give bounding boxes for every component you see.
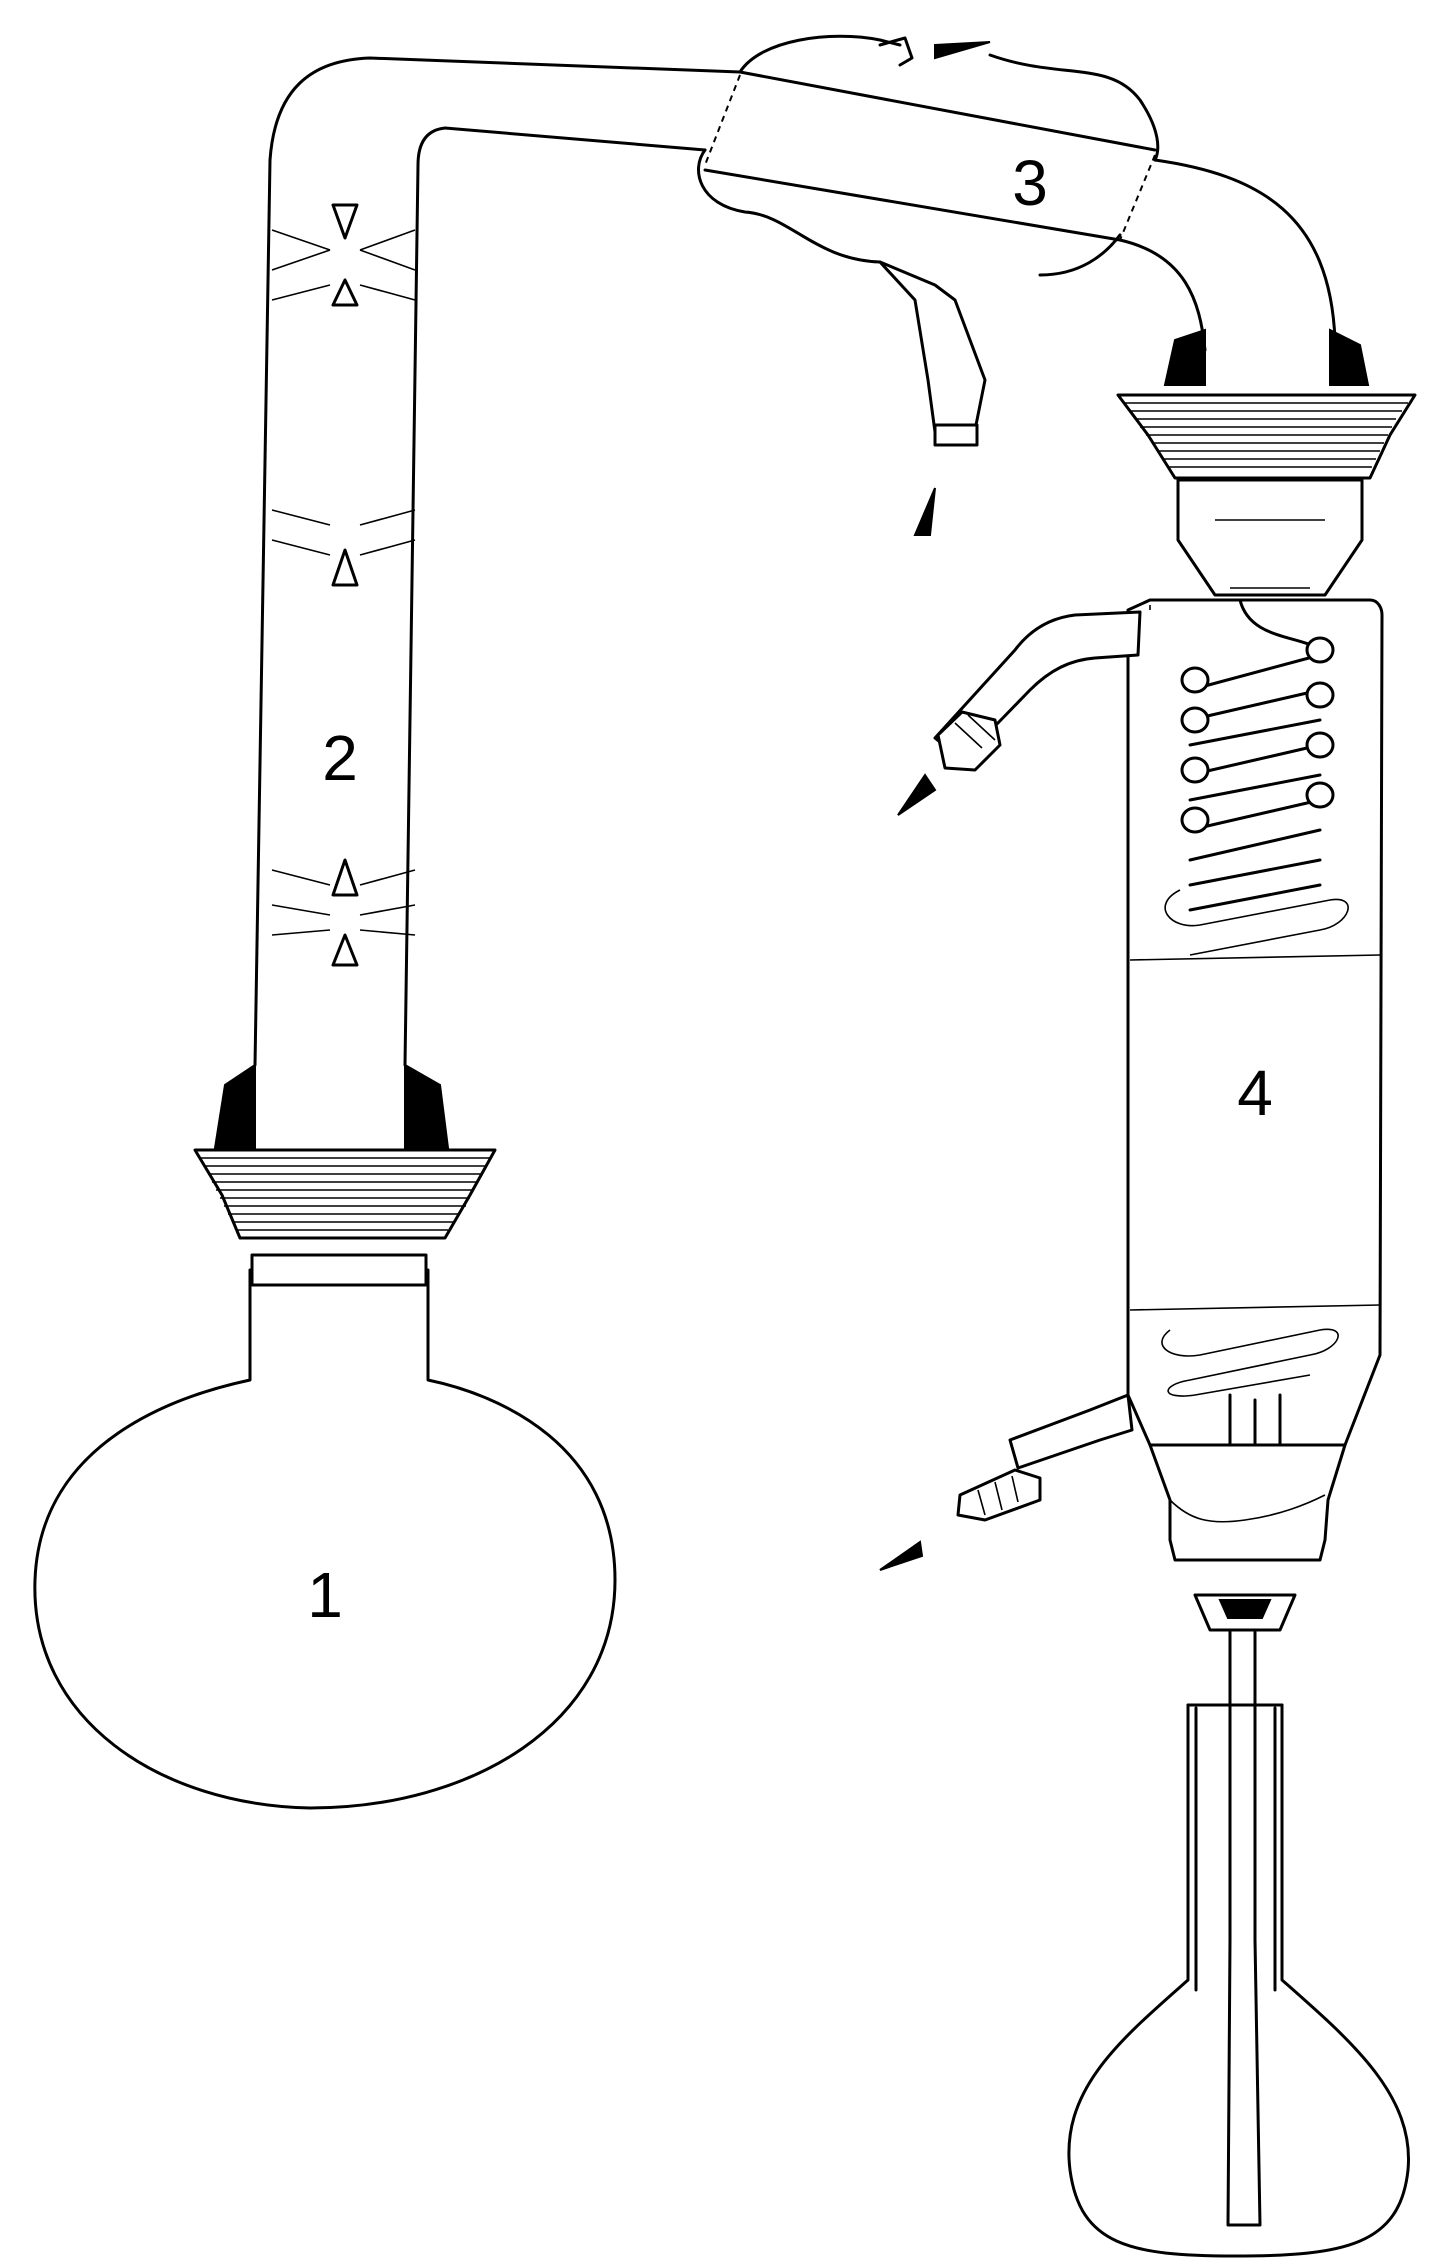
cooled-receiver [879,598,1384,1571]
label-condenser: 3 [1012,147,1048,219]
condenser [697,34,1337,536]
receiving-flask [1067,1593,1410,2258]
fractionating-column [253,56,742,1067]
label-column: 2 [322,722,358,794]
ground-glass-joint-upper [1116,328,1417,597]
ground-glass-joint-lower [193,1063,497,1240]
round-bottom-flask [33,1253,617,1810]
label-receiver-cooler: 4 [1237,1057,1273,1129]
label-flask: 1 [307,1559,343,1631]
